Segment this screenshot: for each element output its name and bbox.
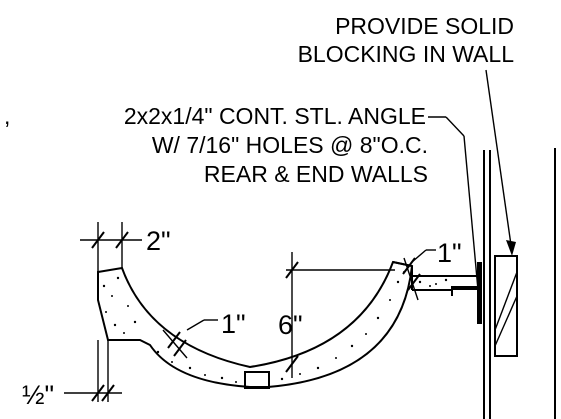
- angle-horizontal-leg: [452, 286, 482, 290]
- dim-right-wall-label: 1": [437, 238, 462, 268]
- wall-assembly: [483, 148, 556, 419]
- note-blocking-line-1: PROVIDE SOLID: [335, 13, 514, 39]
- leader-arrowhead: [506, 240, 516, 256]
- dim-curve-thickness-label: 1": [221, 309, 246, 339]
- dim-bottom-edge: ½": [22, 340, 122, 410]
- steel-angle: [451, 262, 482, 324]
- blocking-hatch: [494, 295, 518, 347]
- stray-mark: ,: [4, 103, 10, 129]
- drain-notch: [244, 371, 270, 389]
- dim-right-wall: 1": [402, 238, 462, 301]
- leader-angle-note: [428, 116, 479, 291]
- note-blocking-line-2: BLOCKING IN WALL: [298, 41, 515, 67]
- dim-bowl-depth-label: 6": [278, 310, 303, 340]
- bowl-outline: [97, 260, 414, 388]
- blocking-hatch: [494, 271, 518, 331]
- angle-vertical-leg: [477, 262, 482, 324]
- dim-bottom-edge-label: ½": [22, 380, 54, 410]
- concrete-hatch: [102, 271, 448, 383]
- dim-curve-thickness: 1": [162, 309, 246, 359]
- leader-blocking-note: [485, 69, 516, 256]
- solid-blocking: [494, 255, 518, 357]
- note-angle-line-1: 2x2x1/4" CONT. STL. ANGLE: [124, 103, 426, 129]
- dim-lip-width-label: 2": [146, 226, 171, 256]
- note-angle-line-2: W/ 7/16" HOLES @ 8"O.C.: [152, 132, 428, 158]
- dim-bowl-depth: 6": [278, 252, 395, 378]
- dim-lip-width: 2": [80, 222, 171, 272]
- note-angle-line-3: REAR & END WALLS: [204, 161, 428, 187]
